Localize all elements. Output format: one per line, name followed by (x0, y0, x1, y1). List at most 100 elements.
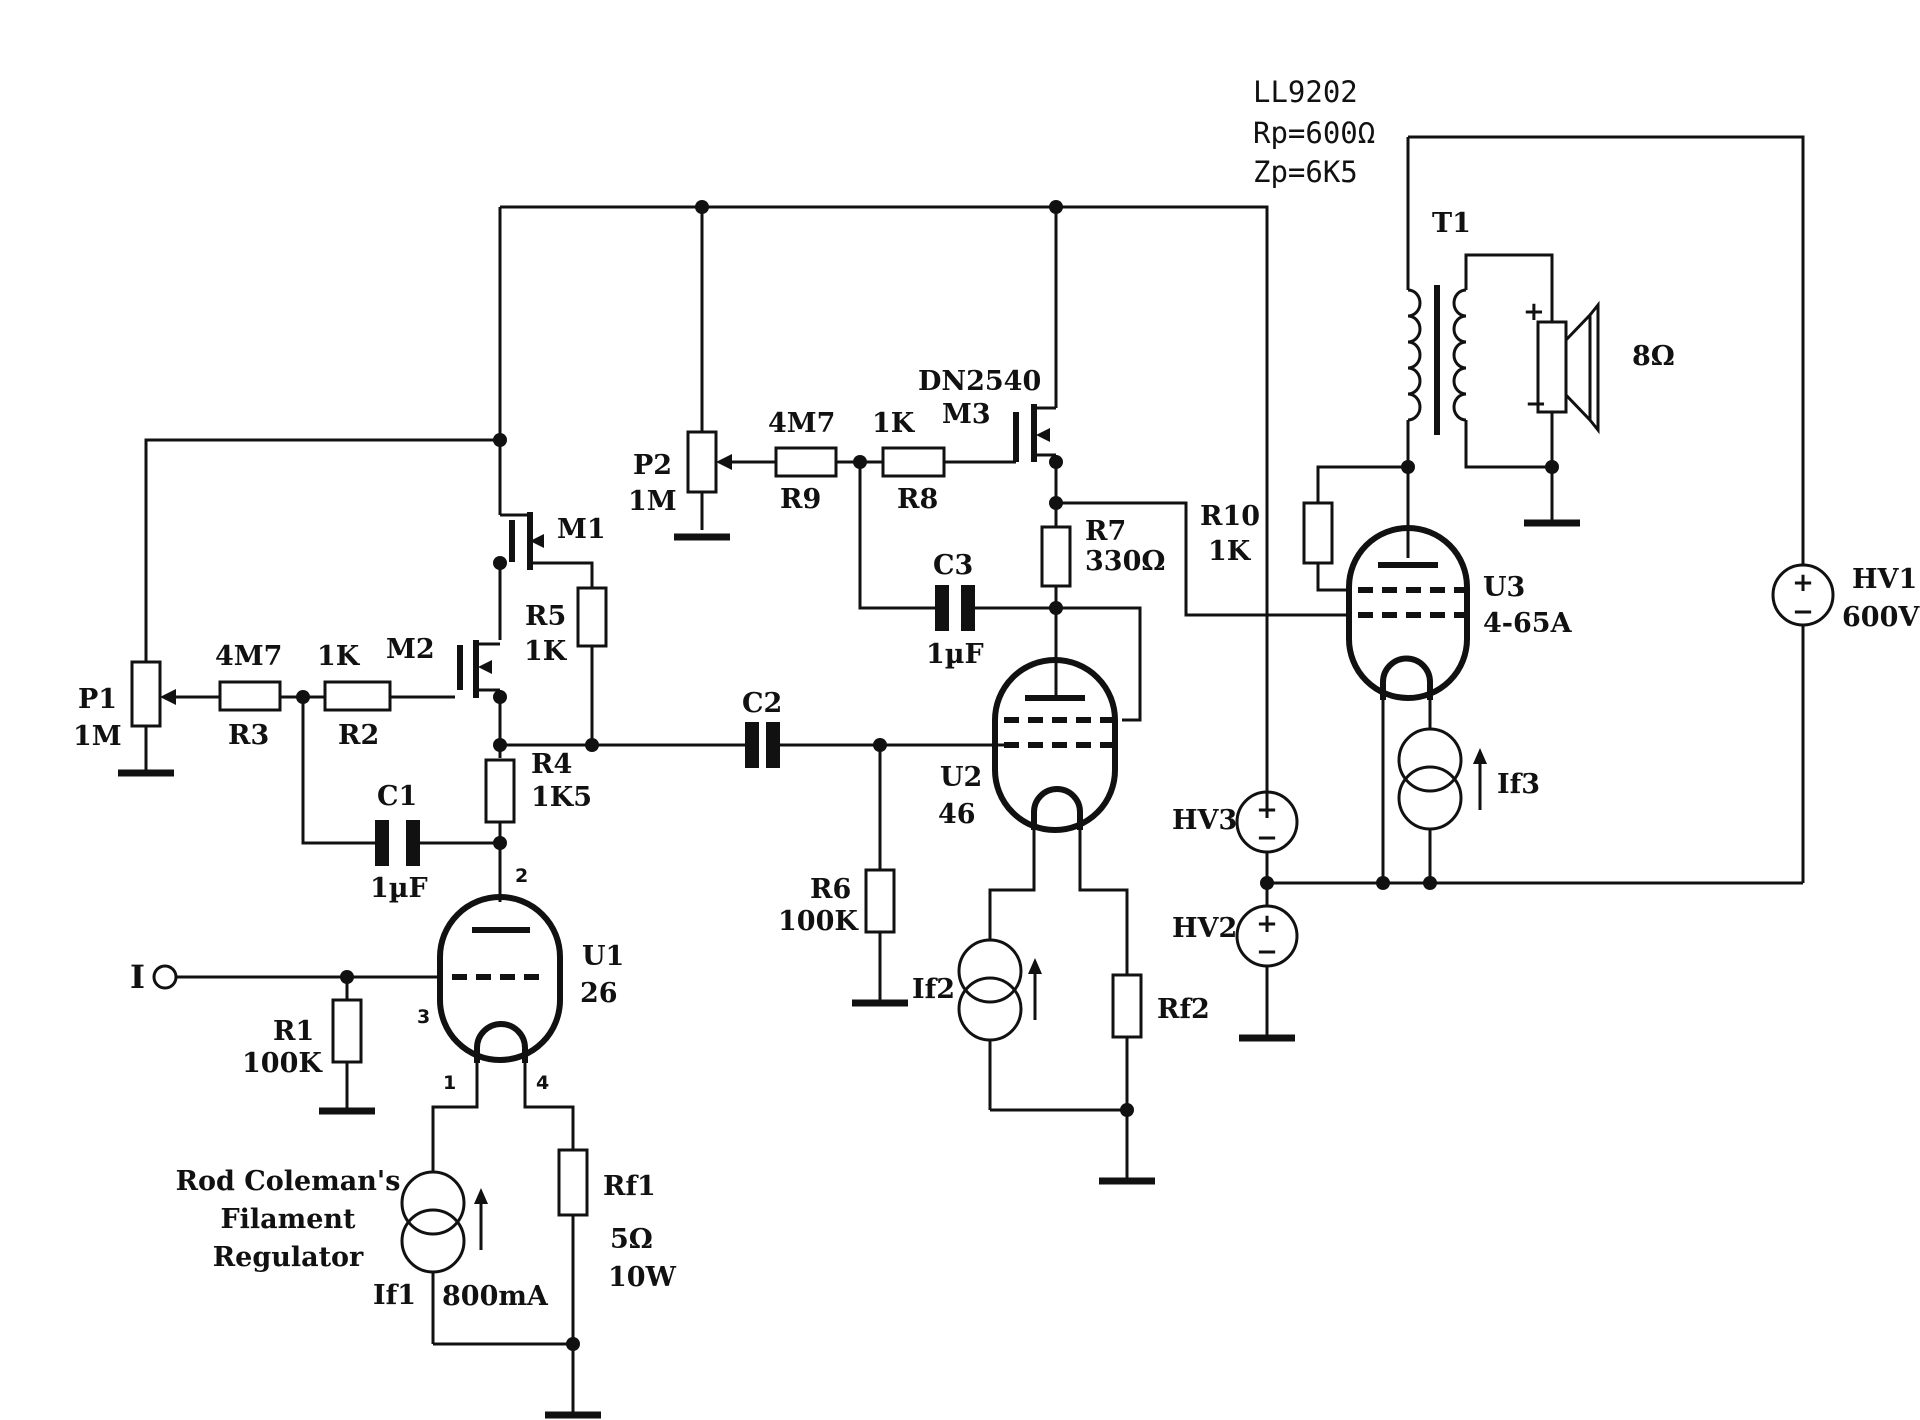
r6-ref-label: R6 (810, 874, 851, 905)
r10-ref-label: R10 (1200, 501, 1260, 532)
if1-ref-label: If1 (373, 1280, 416, 1311)
hv1-value-label: 600V (1842, 602, 1920, 633)
u1-pin-fil-a: 1 (443, 1072, 456, 1094)
speaker-minus: − (1525, 389, 1547, 419)
r5-ref-label: R5 (525, 601, 566, 632)
r2-value-label: 1K (317, 641, 361, 672)
r3-body (218, 680, 282, 712)
r5-body (576, 586, 608, 648)
voltage-source-hv3: + − (1235, 790, 1299, 854)
r10-body (1302, 501, 1334, 565)
t1-label: T1 (1432, 208, 1471, 239)
c3-plate-a (935, 585, 949, 631)
current-source-if3 (1397, 727, 1487, 831)
r6-value-label: 100K (778, 906, 859, 937)
if2-ref-label: If2 (912, 974, 955, 1005)
voltage-source-hv2: + − (1235, 904, 1299, 968)
r9-ref-label: R9 (780, 484, 821, 515)
speaker-icon (1536, 300, 1600, 435)
u1-pin-grid: 3 (417, 1006, 430, 1028)
c3-value-label: 1µF (926, 639, 984, 670)
c1-plate-a (375, 820, 389, 866)
u2-type-label: 46 (938, 799, 976, 830)
r8-body (881, 446, 946, 478)
rf1-value-label: 5Ω (610, 1224, 653, 1255)
p2-value-label: 1M (628, 486, 677, 517)
resistor-bodies (218, 446, 1334, 1217)
c3-ref-label: C3 (933, 550, 973, 581)
r4-ref-label: R4 (531, 749, 572, 780)
regulator-note-line2: Filament (220, 1204, 356, 1235)
p1-value-label: 1M (73, 721, 122, 752)
m3-part-label: DN2540 (918, 366, 1041, 397)
speaker-impedance-label: 8Ω (1632, 341, 1675, 372)
rf2-body (1111, 973, 1143, 1039)
hv1-ref-label: HV1 (1852, 564, 1917, 595)
voltage-source-hv1: + − (1771, 563, 1835, 627)
hv2-minus: − (1256, 937, 1278, 967)
r1-value-label: 100K (242, 1048, 323, 1079)
r3-value-label: 4M7 (215, 641, 282, 672)
c1-ref-label: C1 (377, 781, 417, 812)
c2-plate-b (766, 722, 780, 768)
r8-ref-label: R8 (897, 484, 938, 515)
r2-body (323, 680, 392, 712)
m2-label: M2 (386, 634, 435, 665)
c2-plate-a (745, 722, 759, 768)
c3-plate-b (961, 585, 975, 631)
p2-ref-label: P2 (633, 450, 672, 481)
r3-ref-label: R3 (228, 720, 269, 751)
rf1-body (557, 1148, 589, 1217)
r9-body (774, 446, 838, 478)
r9-value-label: 4M7 (768, 408, 835, 439)
r7-ref-label: R7 (1085, 516, 1126, 547)
p1-body (130, 660, 162, 728)
u1-ref-label: U1 (582, 941, 624, 972)
hv2-ref-label: HV2 (1172, 913, 1237, 944)
r4-value-label: 1K5 (531, 782, 592, 813)
hv3-ref-label: HV3 (1172, 805, 1237, 836)
regulator-note-line1: Rod Coleman's (176, 1166, 401, 1197)
p2-wiper-arrow (716, 454, 732, 470)
u1-pin-plate: 2 (515, 865, 528, 887)
current-source-if1 (400, 1170, 488, 1274)
rf2-ref-label: Rf2 (1157, 994, 1210, 1025)
p2-body (686, 430, 718, 494)
transformer-rp-label: Rp=600Ω (1253, 116, 1375, 150)
transformer-zp-label: Zp=6K5 (1253, 155, 1358, 189)
capacitors (375, 585, 975, 866)
p1-wiper-arrow (160, 689, 176, 705)
tube-u3 (1346, 525, 1470, 701)
mosfet-m3 (1013, 404, 1056, 462)
u1-type-label: 26 (580, 978, 618, 1009)
if3-ref-label: If3 (1497, 769, 1540, 800)
current-source-if2 (957, 938, 1042, 1042)
r1-body (331, 998, 363, 1064)
hv3-minus: − (1256, 823, 1278, 853)
r6-body (864, 868, 896, 934)
p1-ref-label: P1 (78, 684, 117, 715)
hv3-plus: + (1256, 795, 1278, 825)
m3-label: M3 (942, 399, 991, 430)
input-terminal: I (130, 958, 178, 996)
rf1-power-label: 10W (608, 1262, 677, 1293)
c1-value-label: 1µF (370, 873, 428, 904)
c2-ref-label: C2 (742, 688, 782, 719)
transformer-model-label: LL9202 (1253, 75, 1358, 109)
r2-ref-label: R2 (338, 720, 379, 751)
transformer-t1 (1407, 285, 1467, 435)
r7-body (1040, 525, 1072, 588)
u3-ref-label: U3 (1483, 572, 1525, 603)
c1-plate-b (406, 820, 420, 866)
rf1-ref-label: Rf1 (603, 1171, 656, 1202)
wires (144, 135, 1805, 1412)
potentiometers (130, 430, 732, 728)
u3-type-label: 4-65A (1483, 608, 1573, 639)
ground-symbols (118, 519, 1580, 1419)
hv1-minus: − (1792, 597, 1814, 627)
tube-u1 (437, 894, 563, 1063)
r5-value-label: 1K (524, 636, 568, 667)
mosfet-m2 (457, 640, 500, 698)
r7-value-label: 330Ω (1085, 546, 1165, 577)
